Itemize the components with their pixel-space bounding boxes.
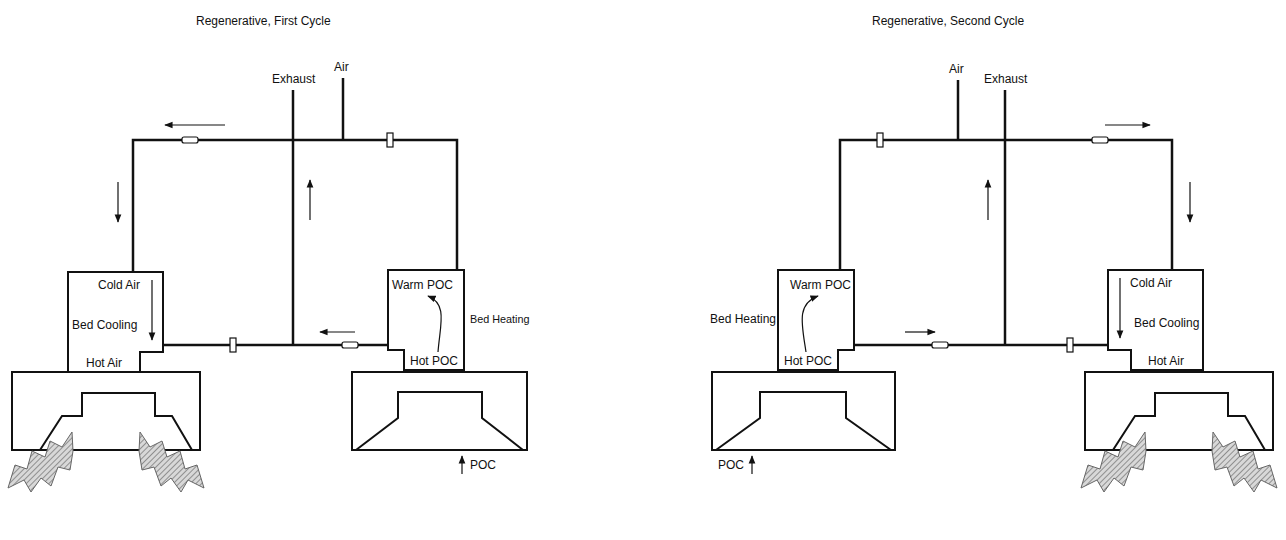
pipe-label: Regenerative, First Cycle (196, 14, 331, 28)
pipe-label: Exhaust (272, 72, 315, 86)
bed-label: Warm POC (790, 278, 851, 292)
pipe-label: Air (334, 60, 349, 74)
bed-label: Hot POC (410, 354, 458, 368)
bed-label: Bed Cooling (1134, 316, 1199, 330)
bed-label: Hot Air (86, 356, 122, 370)
duct-pipe (840, 140, 1172, 270)
regenerator-bed: Cold AirBed CoolingHot Air (1108, 270, 1203, 370)
bed-label: Hot POC (784, 354, 832, 368)
bed-label: Bed Heating (470, 312, 529, 326)
bed-label: Warm POC (392, 278, 453, 292)
pipe-label: Air (949, 62, 964, 76)
bed-label: Hot Air (1148, 354, 1184, 368)
pipe-label: Exhaust (984, 72, 1027, 86)
pipe-label: POC (718, 458, 744, 472)
pipe-label: POC (470, 458, 496, 472)
bed-label: Cold Air (1130, 276, 1172, 290)
duct-pipe (133, 140, 457, 272)
bed-label: Bed Cooling (72, 318, 137, 332)
regenerator-bed: Warm POCBed HeatingHot POC (388, 270, 464, 370)
pipe-label: Regenerative, Second Cycle (872, 14, 1024, 28)
bed-label: Bed Heating (710, 312, 776, 326)
bed-label: Cold Air (98, 278, 140, 292)
regenerator-bed: Cold AirBed CoolingHot Air (68, 272, 163, 372)
regenerator-bed: Warm POCBed HeatingHot POC (778, 270, 854, 370)
